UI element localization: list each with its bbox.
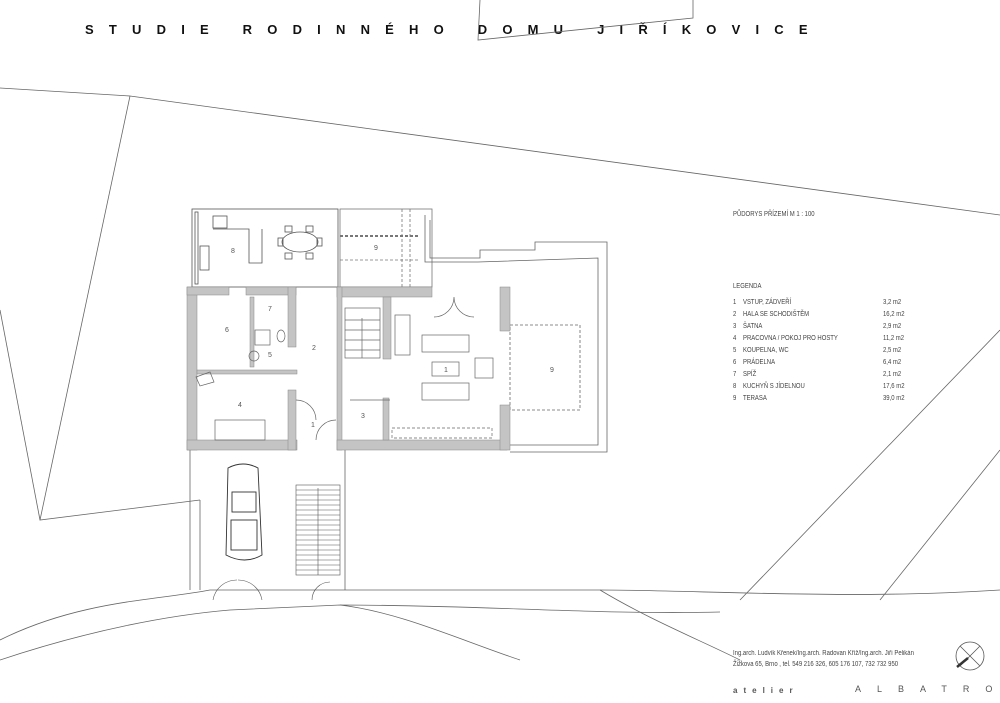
legend-item: 6 PRÁDELNA 6,4 m2 xyxy=(733,359,901,371)
room-label-pantry: 7 xyxy=(268,306,272,313)
legend-name: KOUPELNA, WC xyxy=(743,347,789,354)
legend-area: 2,9 m2 xyxy=(883,323,902,330)
authors: Ing.arch. Ludvík Křenek/Ing.arch. Radova… xyxy=(733,650,914,657)
room-label-laundry: 6 xyxy=(225,327,229,334)
legend: LEGENDA 1 VSTUP, ZÁDVEŘÍ 3,2 m2 2 HALA SE SC… xyxy=(733,283,905,407)
legend-name: KUCHYŇ S JÍDELNOU xyxy=(743,383,805,390)
legend-item: 3 ŠATNA 2,9 m2 xyxy=(733,323,901,335)
room-label-kitchen: 8 xyxy=(231,248,235,255)
legend-name: PRACOVNA / POKOJ PRO HOSTY xyxy=(743,335,838,342)
legend-area: 6,4 m2 xyxy=(883,359,902,366)
legend-num: 8 xyxy=(733,383,737,390)
legend-num: 1 xyxy=(733,299,737,306)
legend-name: VSTUP, ZÁDVEŘÍ xyxy=(743,299,792,306)
legend-num: 5 xyxy=(733,347,737,354)
legend-num: 7 xyxy=(733,371,737,378)
legend-area: 2,1 m2 xyxy=(883,371,902,378)
legend-num: 2 xyxy=(733,311,737,318)
legend-item: 2 HALA SE SCHODIŠTĚM 16,2 m2 xyxy=(733,311,905,323)
legend-heading: LEGENDA xyxy=(733,283,762,290)
walls xyxy=(186,286,511,451)
legend-item: 4 PRACOVNA / POKOJ PRO HOSTY 11,2 m2 xyxy=(733,335,904,347)
legend-area: 2,5 m2 xyxy=(883,347,902,354)
legend-num: 3 xyxy=(733,323,737,330)
legend-area: 11,2 m2 xyxy=(883,335,905,342)
studio-name: ALBATROS xyxy=(855,684,1000,694)
terrace-right xyxy=(424,215,608,453)
room-label-bath: 5 xyxy=(268,352,272,359)
legend-item: 8 KUCHYŇ S JÍDELNOU 17,6 m2 xyxy=(733,383,905,395)
outdoor-stairs xyxy=(212,484,341,601)
car-icon xyxy=(225,463,263,561)
room-label-terrace-top: 9 xyxy=(374,245,378,252)
room-label-terrace-right: 9 xyxy=(550,367,554,374)
room-label-wardrobe: 3 xyxy=(361,413,365,420)
room-label-hall: 2 xyxy=(312,345,316,352)
legend-num: 4 xyxy=(733,335,737,342)
interior-fixtures xyxy=(195,296,494,441)
room-label-study: 4 xyxy=(238,402,242,409)
legend-item: 9 TERASA 39,0 m2 xyxy=(733,395,905,407)
legend-area: 17,6 m2 xyxy=(883,383,905,390)
address: Žižkova 65, Brno , tel. 549 216 326, 605… xyxy=(733,661,899,668)
studio-prefix: atelier xyxy=(733,686,799,695)
kitchen-dining-area xyxy=(191,208,339,288)
legend-num: 9 xyxy=(733,395,737,402)
legend-item: 5 KOUPELNA, WC 2,5 m2 xyxy=(733,347,901,359)
legend-area: 39,0 m2 xyxy=(883,395,905,402)
legend-area: 3,2 m2 xyxy=(883,299,902,306)
room-label-living: 1 xyxy=(444,367,448,374)
legend-name: HALA SE SCHODIŠTĚM xyxy=(743,311,810,318)
legend-name: SPÍŽ xyxy=(743,371,757,378)
terrace-top xyxy=(339,208,433,288)
north-arrow-icon xyxy=(955,641,985,671)
drawing-title: STUDIE RODINNÉHO DOMU JIŘÍKOVICE xyxy=(85,22,823,37)
legend-name: TERASA xyxy=(743,395,767,402)
legend-name: PRÁDELNA xyxy=(743,359,776,366)
legend-num: 6 xyxy=(733,359,737,366)
legend-item: 1 VSTUP, ZÁDVEŘÍ 3,2 m2 xyxy=(733,299,901,311)
legend-area: 16,2 m2 xyxy=(883,311,905,318)
site-boundaries xyxy=(0,0,1000,661)
room-label-entry: 1 xyxy=(311,422,315,429)
legend-name: ŠATNA xyxy=(743,323,763,330)
plan-heading: PŮDORYS PŘÍZEMÍ M 1 : 100 xyxy=(733,211,815,218)
legend-item: 7 SPÍŽ 2,1 m2 xyxy=(733,371,901,383)
